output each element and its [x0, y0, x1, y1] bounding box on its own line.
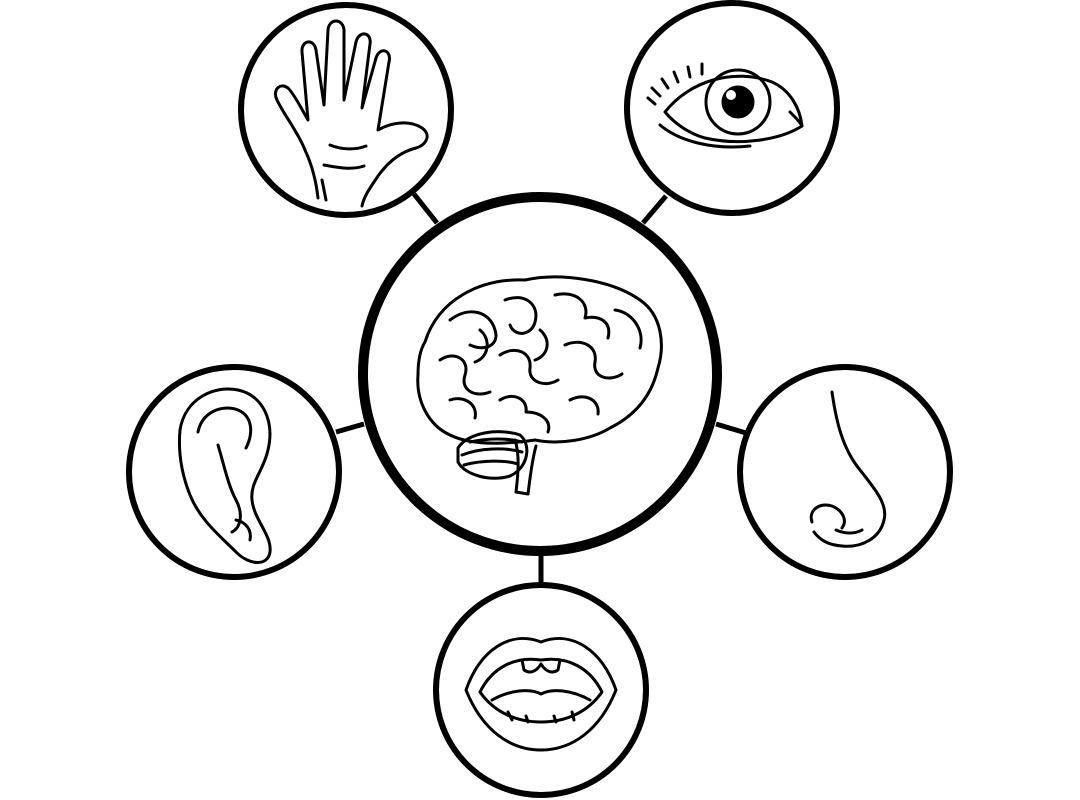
mouth-icon [464, 637, 618, 752]
connector-hand [412, 192, 439, 225]
hand-icon [273, 19, 429, 208]
connector-nose [715, 421, 747, 436]
hand-node [238, 2, 454, 218]
eye-node [624, 0, 840, 216]
connector-eye [641, 194, 668, 225]
eye-icon [646, 62, 804, 149]
brain-node [358, 192, 722, 556]
ear-node [126, 364, 342, 580]
connector-ear [335, 421, 365, 435]
nose-node [737, 364, 953, 580]
brain-icon [416, 275, 663, 496]
nose-icon [809, 390, 887, 548]
ear-icon [178, 387, 272, 564]
mouth-node [433, 582, 649, 798]
